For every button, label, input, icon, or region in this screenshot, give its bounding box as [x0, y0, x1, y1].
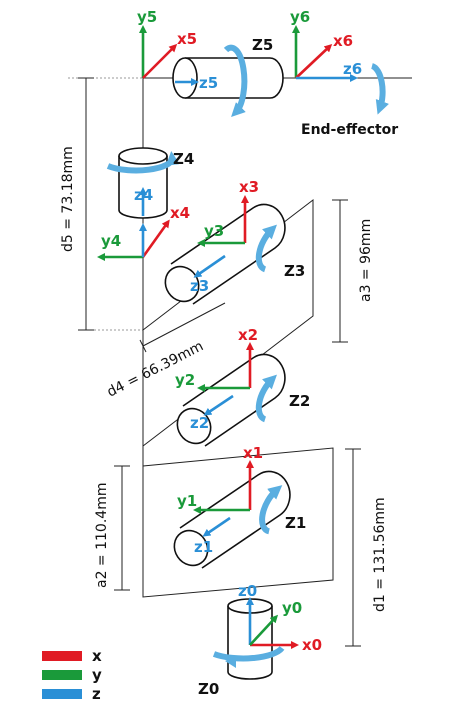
d4-label: d4 = 66.39mm: [105, 338, 207, 400]
frame-6: y6 x6 z6 End-effector: [290, 8, 398, 138]
y0-label: y0: [282, 599, 302, 617]
legend-label-x: x: [92, 647, 102, 665]
dimension-a3: a3 = 96mm: [332, 199, 374, 343]
x1-label: x1: [243, 444, 263, 462]
joint-z3-cylinder: z3 Z3: [164, 203, 305, 305]
x0-label: x0: [302, 636, 322, 654]
y2-label: y2: [175, 371, 195, 389]
joint-label-z1: Z1: [285, 514, 306, 532]
frame-2: x2 y2: [175, 326, 258, 392]
z4-label: z4: [134, 186, 153, 204]
dimension-d1: d1 = 131.56mm: [345, 448, 388, 647]
z0-label: z0: [238, 582, 257, 600]
d1-label: d1 = 131.56mm: [372, 497, 388, 612]
x2-label: x2: [238, 326, 258, 344]
joint-label-z0: Z0: [198, 680, 219, 698]
dimension-d4: d4 = 66.39mm: [105, 302, 226, 401]
end-effector-label: End-effector: [301, 122, 398, 138]
joint-z1-cylinder: z1 Z1: [173, 470, 306, 569]
joint-z4-cylinder: z4 Z4: [106, 147, 194, 219]
dimension-d5: d5 = 73.18mm: [60, 77, 143, 331]
legend-swatch-x: [42, 651, 82, 661]
z1-label: z1: [194, 538, 213, 556]
x5-label: x5: [177, 30, 197, 48]
dimension-a2: a2 = 110.4mm: [94, 465, 130, 591]
joint-label-z4: Z4: [173, 150, 194, 168]
x3-label: x3: [239, 178, 259, 196]
a2-label: a2 = 110.4mm: [94, 483, 110, 588]
frame-4: y4 x4: [97, 204, 190, 261]
joint-z0-cylinder: Z0: [198, 598, 285, 698]
legend-swatch-z: [42, 689, 82, 699]
legend-label-y: y: [92, 666, 102, 684]
plane-1: [142, 446, 334, 598]
y4-label: y4: [101, 232, 121, 250]
z6-label: z6: [343, 60, 362, 78]
a3-label: a3 = 96mm: [358, 219, 374, 302]
x4-label: x4: [170, 204, 190, 222]
joint-label-z5: Z5: [252, 36, 273, 54]
legend-swatch-y: [42, 670, 82, 680]
frame-3: x3 y3: [197, 178, 259, 247]
y6-label: y6: [290, 8, 310, 26]
z3-label: z3: [190, 277, 209, 295]
legend: x y z: [42, 647, 102, 703]
joint-label-z3: Z3: [284, 262, 305, 280]
joint-z5-cylinder: z5 Z5: [172, 36, 284, 117]
frame-0: z0 x0 y0: [238, 582, 322, 654]
frame-1: x1 y1: [177, 444, 263, 514]
y3-label: y3: [204, 222, 224, 240]
legend-label-z: z: [92, 685, 101, 703]
z5-label: z5: [199, 74, 218, 92]
joint-label-z2: Z2: [289, 392, 310, 410]
d5-label: d5 = 73.18mm: [60, 146, 76, 252]
z2-label: z2: [190, 414, 209, 432]
frame-5: y5 x5: [137, 8, 197, 79]
x6-label: x6: [333, 32, 353, 50]
y5-label: y5: [137, 8, 157, 26]
y1-label: y1: [177, 492, 197, 510]
joint-z2-cylinder: z2 Z2: [176, 353, 310, 447]
